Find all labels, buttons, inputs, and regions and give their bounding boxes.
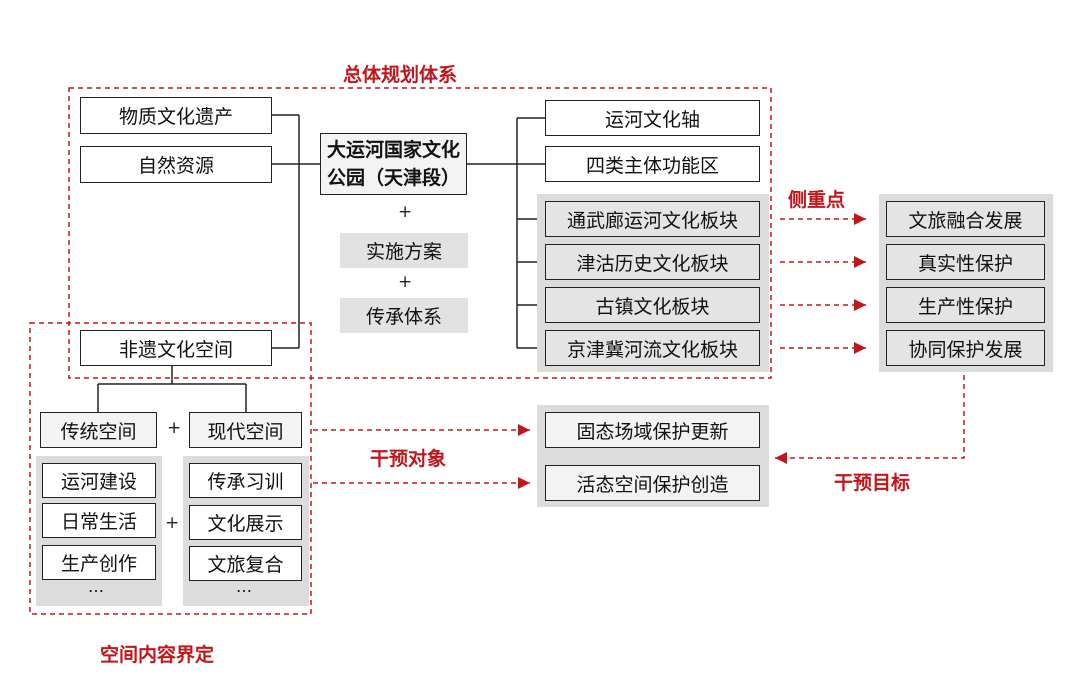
modern-tourism-complex: 文旅复合	[189, 546, 302, 581]
center-line-1: 大运河国家文化	[326, 139, 460, 161]
traditional-production: 生产创作	[42, 545, 156, 580]
canal-culture-axis: 运河文化轴	[545, 100, 760, 136]
modern-training: 传承习训	[189, 463, 302, 498]
focus-label: 侧重点	[788, 189, 846, 211]
modern-ellipsis: …	[236, 577, 252, 596]
sector-jingu-history: 津沽历史文化板块	[545, 244, 760, 280]
focus-productive: 生产性保护	[886, 287, 1045, 323]
plus-sign: +	[398, 202, 413, 222]
living-space-creation: 活态空间保护创造	[545, 465, 760, 501]
center-park-box: 大运河国家文化 公园（天津段）	[320, 133, 467, 195]
plus-sign: +	[398, 272, 413, 292]
modern-space: 现代空间	[189, 412, 302, 448]
sector-jjj-river: 京津冀河流文化板块	[545, 330, 760, 366]
focus-collaborative: 协同保护发展	[886, 330, 1045, 366]
space-content-frame	[29, 322, 312, 615]
implementation-plan: 实施方案	[340, 233, 468, 268]
overall-planning-title: 总体规划体系	[343, 64, 458, 86]
left-item-intangible-space: 非遗文化空间	[80, 330, 272, 366]
plus-sign: +	[167, 418, 182, 438]
traditional-space: 传统空间	[40, 412, 157, 448]
modern-exhibition: 文化展示	[189, 505, 302, 540]
inheritance-system: 传承体系	[340, 298, 468, 333]
space-content-title: 空间内容界定	[100, 644, 215, 666]
overall-planning-frame	[68, 87, 772, 379]
solid-field-renewal: 固态场域保护更新	[545, 412, 760, 448]
center-line-2: 公园（天津段）	[326, 167, 460, 189]
plus-sign: +	[165, 513, 180, 533]
goal-label: 干预目标	[834, 472, 911, 494]
focus-authenticity: 真实性保护	[886, 244, 1045, 280]
focus-cultural-tourism: 文旅融合发展	[886, 201, 1045, 237]
sector-ancient-town: 古镇文化板块	[545, 287, 760, 323]
traditional-canal-construction: 运河建设	[42, 463, 156, 498]
four-functional-zones: 四类主体功能区	[545, 146, 760, 182]
traditional-ellipsis: …	[88, 577, 104, 596]
traditional-daily-life: 日常生活	[42, 503, 156, 538]
left-item-material-heritage: 物质文化遗产	[80, 97, 272, 134]
target-label: 干预对象	[370, 448, 447, 470]
left-item-natural-resources: 自然资源	[80, 146, 272, 183]
sector-tongwulang: 通武廊运河文化板块	[545, 201, 760, 237]
